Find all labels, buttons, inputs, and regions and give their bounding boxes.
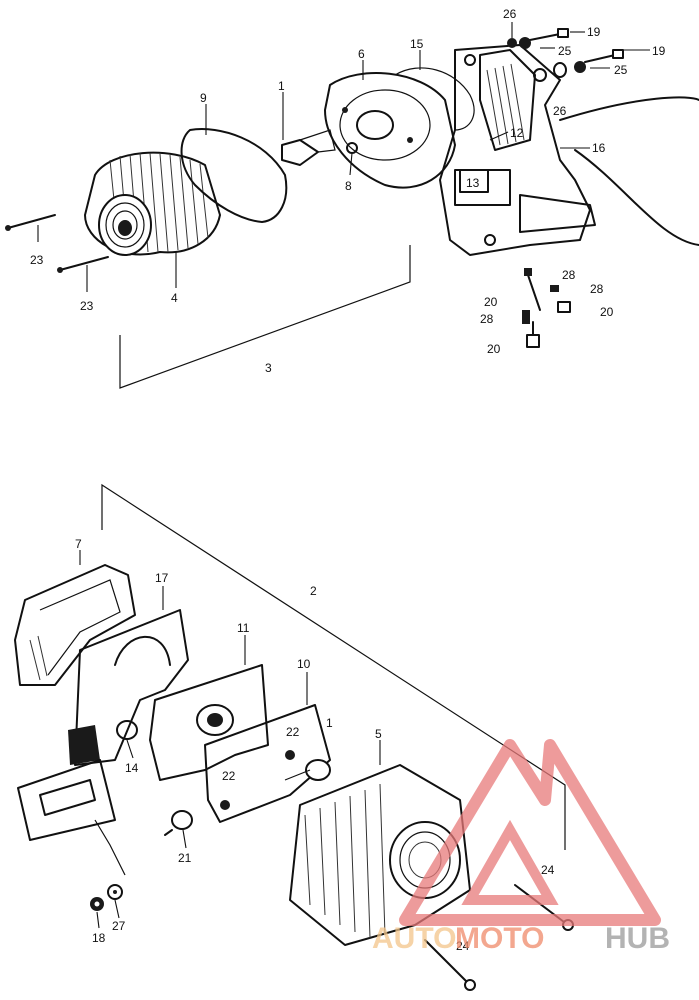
callout-17: 17: [155, 571, 169, 585]
callout-7: 7: [75, 537, 82, 551]
callout-11: 11: [237, 621, 250, 635]
callout-23-b: 23: [80, 299, 94, 313]
callout-28-b: 28: [590, 282, 604, 296]
callout-24-a: 24: [541, 863, 555, 877]
callout-19-a: 19: [587, 25, 601, 39]
callout-24-b: 24: [456, 939, 470, 953]
watermark-logo: AUTO MOTO HUB: [372, 739, 670, 955]
callout-14: 14: [125, 761, 139, 775]
callout-12: 12: [510, 126, 524, 140]
callout-28-a: 28: [562, 268, 576, 282]
screw-part-22-b: [220, 800, 230, 810]
callout-22-a: 22: [286, 725, 300, 739]
callout-28-c: 28: [480, 312, 494, 326]
license-bracket-slot: [17, 759, 116, 841]
hardware-part-20-28: [522, 268, 571, 348]
nut-part-25-b: [574, 61, 586, 73]
plate-bracket-part-17: [68, 609, 189, 766]
mount-bracket-part-16: [439, 44, 596, 256]
watermark-text-auto: AUTO: [372, 922, 456, 955]
callout-20-a: 20: [484, 295, 498, 309]
screw-part-21: [164, 810, 193, 836]
lens-gasket-part-9: [180, 128, 288, 223]
callout-1-top: 1: [278, 79, 285, 93]
callout-8: 8: [345, 179, 352, 193]
callout-26-b: 26: [553, 104, 567, 118]
wire-lower: [94, 819, 126, 876]
callout-27: 27: [112, 919, 126, 933]
bulb-part-1-lower: [284, 759, 331, 781]
callout-21: 21: [178, 851, 192, 865]
watermark-text-hub: HUB: [605, 922, 670, 955]
assembly-3-bracket: [119, 245, 411, 389]
lamp-base-part-6: [324, 72, 456, 189]
callout-15: 15: [410, 37, 424, 51]
nut-part-18: [90, 897, 104, 911]
screw-part-24-b: [424, 939, 476, 991]
callout-5: 5: [375, 727, 382, 741]
screw-part-23-b: [57, 256, 109, 273]
washer-part-27: [107, 884, 123, 900]
cover-part-7: [14, 564, 136, 686]
callout-19-b: 19: [652, 44, 666, 58]
grommet-part-14: [116, 720, 138, 740]
watermark-triangle-outer: [399, 739, 661, 926]
callout-3: 3: [265, 361, 272, 375]
assembly-2-bracket: [101, 483, 566, 850]
callout-23-a: 23: [30, 253, 44, 267]
fender-outline-lower: [574, 149, 699, 246]
screw-part-22-a: [285, 750, 295, 760]
washer-part-26-a: [507, 38, 517, 48]
callout-1-lower: 1: [326, 716, 333, 730]
callout-25-a: 25: [558, 44, 572, 58]
callout-9: 9: [200, 91, 207, 105]
callout-4: 4: [171, 291, 178, 305]
wire-part-15: [394, 67, 475, 131]
callout-20-c: 20: [487, 342, 501, 356]
bolt-part-19-b: [584, 49, 624, 63]
base-plate-part-11: [149, 664, 269, 781]
bulb-part-1-top: [281, 129, 336, 166]
watermark-triangle-inner: [461, 819, 559, 905]
callout-25-b: 25: [614, 63, 628, 77]
callout-20-b: 20: [600, 305, 614, 319]
callout-labels: 1 1 2 3 4 5 6 7 8 9 10 11 12 13 14 15 16…: [30, 7, 666, 953]
callout-18: 18: [92, 931, 106, 945]
callout-22-b: 22: [222, 769, 236, 783]
callout-26-a: 26: [503, 7, 517, 21]
watermark-text-moto: MOTO: [455, 922, 544, 955]
callout-16: 16: [592, 141, 606, 155]
callout-6: 6: [358, 47, 365, 61]
fender-outline: [559, 96, 699, 121]
tail-lamp-lens-part-4: [84, 151, 221, 256]
washer-part-26-b: [553, 62, 567, 78]
callout-10: 10: [297, 657, 311, 671]
callout-2: 2: [310, 584, 317, 598]
screw-part-23-a: [5, 214, 56, 231]
nut-part-25-a: [519, 37, 531, 49]
part-13-block: [459, 169, 489, 193]
gasket-part-10: [204, 704, 331, 823]
callout-13: 13: [466, 176, 480, 190]
screw-part-8: [346, 142, 358, 154]
leader-lines: [37, 22, 650, 929]
